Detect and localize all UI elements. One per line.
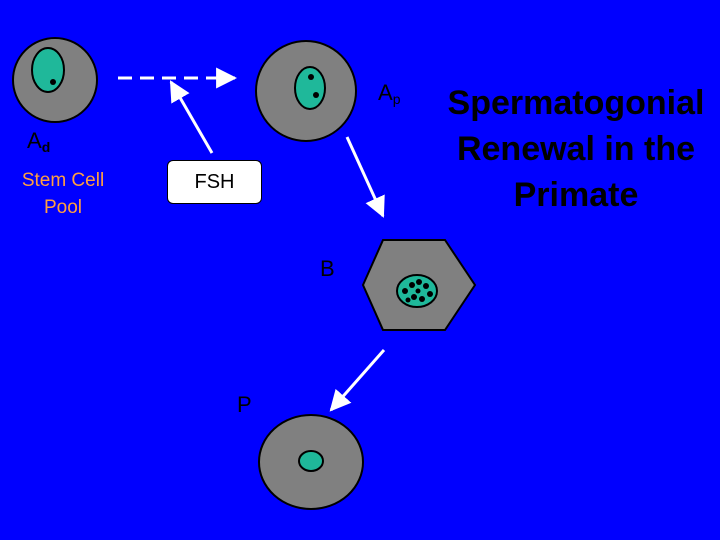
p-cell	[258, 414, 364, 510]
b-chromatin-dot	[405, 297, 411, 303]
b-chromatin-dot	[427, 291, 433, 297]
b-to-p-arrow	[329, 349, 386, 412]
title-line: Spermatogonial	[447, 84, 705, 122]
stem-cell-pool-label: Stem Cell Pool	[0, 167, 126, 221]
b-chromatin-dot	[415, 288, 421, 294]
b-chromatin-dot	[423, 283, 429, 289]
title-line: Primate	[513, 176, 639, 214]
ad-nucleus	[31, 47, 65, 93]
ap-label: Ap	[378, 80, 400, 107]
p-nucleus	[298, 450, 324, 472]
ap-cell	[255, 40, 357, 142]
ap-letter: A	[378, 80, 393, 105]
title-line: Renewal in the	[456, 130, 696, 168]
ap-to-b-arrow	[345, 136, 385, 218]
ad-label: Ad	[27, 128, 50, 155]
ap-chromatin-dot	[313, 92, 319, 98]
fsh-arrow	[169, 80, 214, 154]
b-chromatin-dot	[411, 294, 417, 300]
b-label: B	[320, 256, 335, 281]
b-chromatin-dot	[409, 282, 415, 288]
p-label: P	[237, 392, 252, 417]
ad-letter: A	[27, 128, 42, 153]
fsh-box: FSH	[167, 160, 262, 204]
b-cell	[361, 239, 477, 331]
ap-chromatin-dot	[308, 74, 314, 80]
ad-subscript: d	[41, 139, 51, 155]
ap-subscript: p	[392, 91, 401, 107]
b-chromatin-dot	[416, 279, 422, 285]
ad-cell	[12, 37, 98, 123]
b-chromatin-dot	[419, 296, 425, 302]
stem-label-line: Stem Cell	[21, 170, 105, 191]
slide-title: Spermatogonial Renewal in the Primate	[432, 80, 720, 218]
stem-label-line: Pool	[43, 197, 83, 218]
b-chromatin-dot	[402, 288, 408, 294]
ad-chromatin-dot	[50, 79, 56, 85]
fsh-label: FSH	[194, 170, 235, 193]
ap-nucleus	[294, 66, 326, 110]
